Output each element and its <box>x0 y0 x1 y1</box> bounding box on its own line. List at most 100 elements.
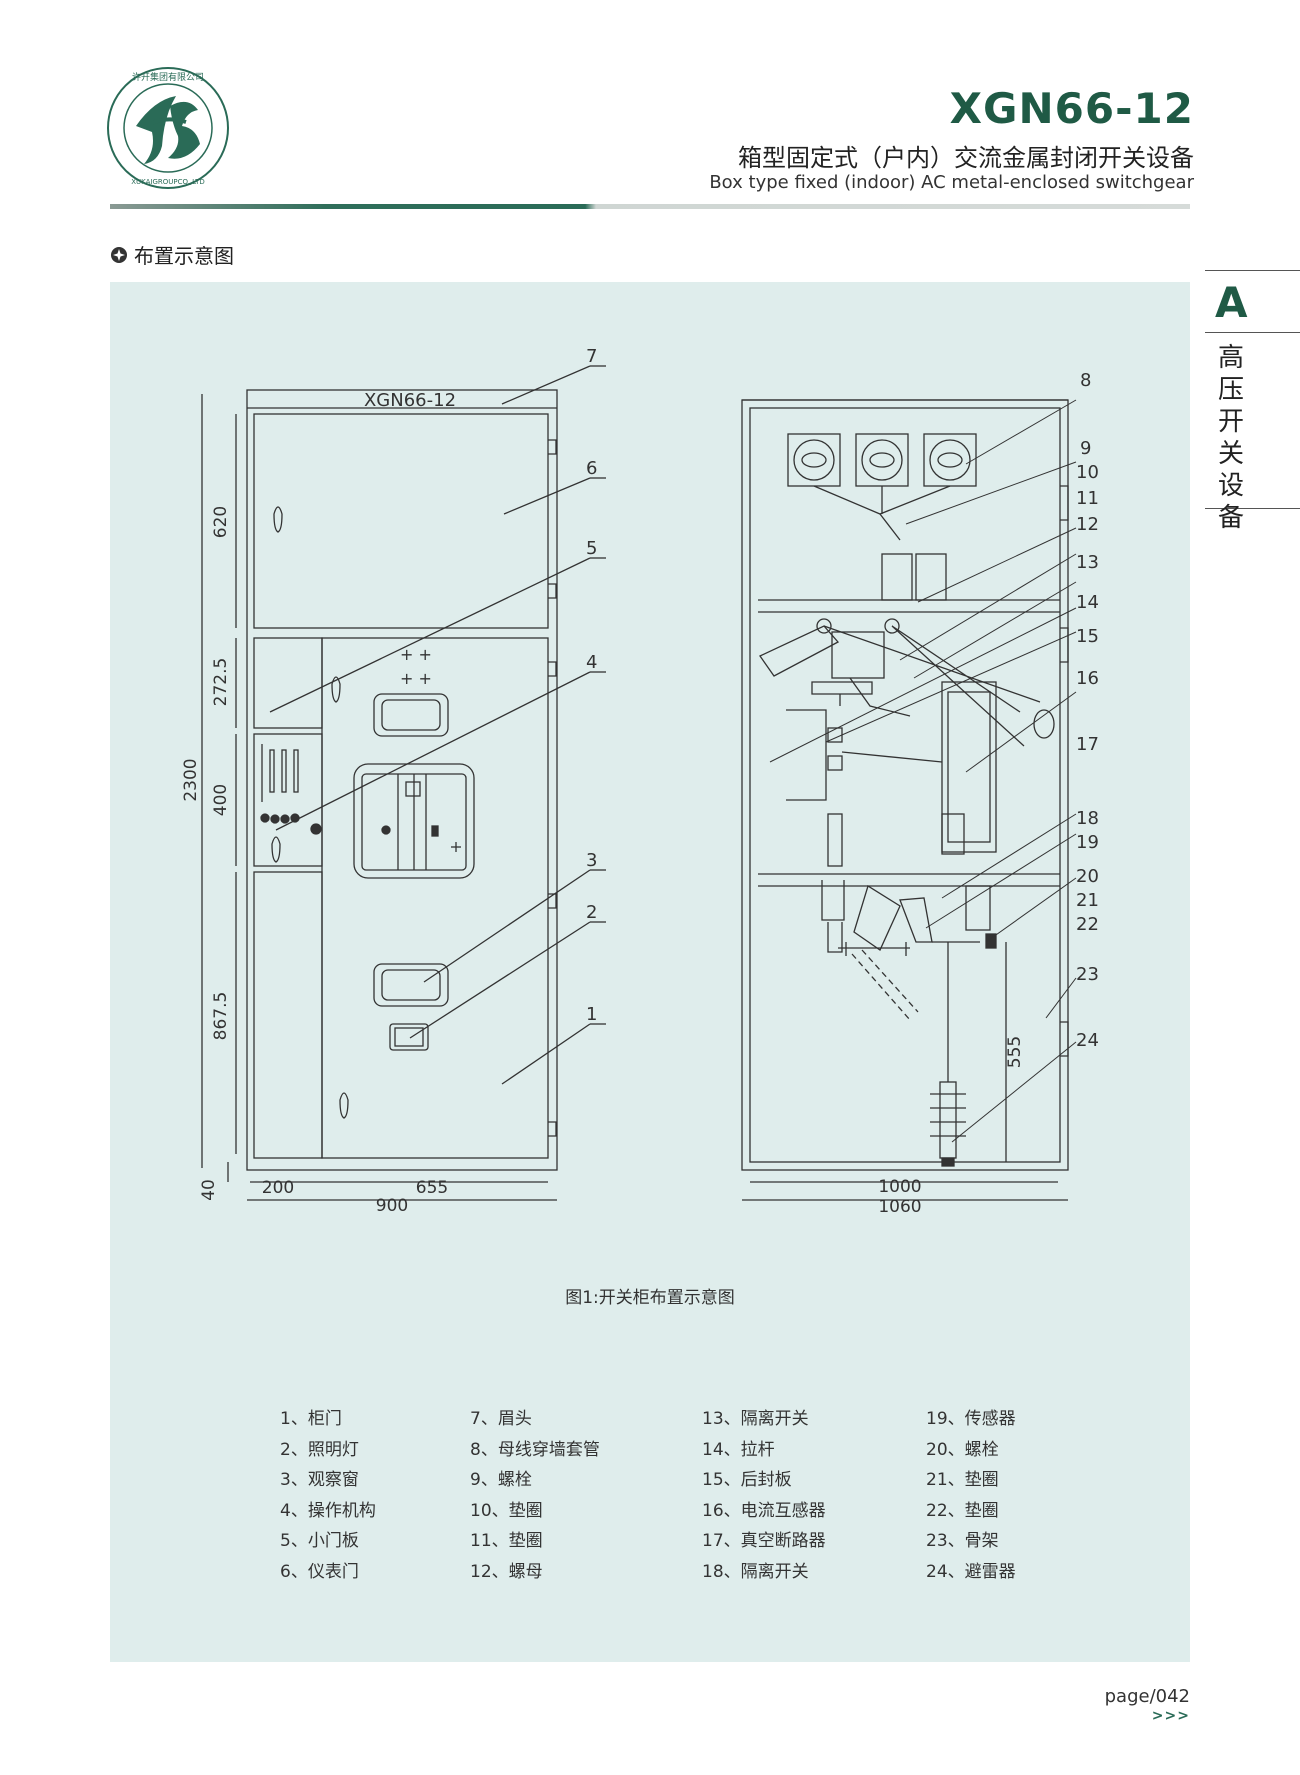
legend-item: 15、后封板 <box>702 1470 792 1490</box>
side-tab-letter: A <box>1215 278 1248 327</box>
legend-item: 16、电流互感器 <box>702 1500 826 1521</box>
dim-655: 655 <box>416 1178 448 1198</box>
legend-column: 13、隔离开关 14、拉杆 15、后封板 16、电流互感器 17、真空断路器 1… <box>702 1404 826 1587</box>
legend-item: 23、骨架 <box>926 1531 999 1551</box>
legend-item: 18、隔离开关 <box>702 1561 809 1582</box>
callout-20: 20 <box>1076 866 1099 887</box>
figure-panel <box>110 282 1190 1662</box>
legend-item: 5、小门板 <box>280 1531 359 1551</box>
callout-10: 10 <box>1076 462 1099 483</box>
callout-18: 18 <box>1076 808 1099 829</box>
parts-legend: 1、柜门 2、照明灯 3、观察窗 4、操作机构 5、小门板 6、仪表门 7、眉头… <box>280 1404 1080 1584</box>
legend-column: 19、传感器 20、螺栓 21、垫圈 22、垫圈 23、骨架 24、避雷器 <box>926 1404 1016 1587</box>
callout-1: 1 <box>586 1004 597 1025</box>
operating-mechanism <box>353 763 475 879</box>
dim-867-5: 867.5 <box>211 992 231 1041</box>
svg-text:+ +: + + <box>400 645 432 664</box>
legend-item: 10、垫圈 <box>470 1500 543 1521</box>
logo-ring-text-en: XUKAIGROUPCO.,LTD <box>131 178 205 186</box>
callout-12: 12 <box>1076 514 1099 535</box>
front-label-plate: XGN66-12 <box>364 390 456 411</box>
callout-7: 7 <box>586 346 597 367</box>
legend-item: 2、照明灯 <box>280 1439 359 1460</box>
callout-21: 21 <box>1076 890 1099 911</box>
callout-8: 8 <box>1080 370 1091 391</box>
callout-15: 15 <box>1076 626 1099 647</box>
next-page-arrows[interactable]: >>> <box>1151 1708 1190 1724</box>
legend-item: 17、真空断路器 <box>702 1531 826 1551</box>
legend-item: 14、拉杆 <box>702 1439 775 1460</box>
callout-24: 24 <box>1076 1030 1099 1051</box>
callout-3: 3 <box>586 850 597 871</box>
legend-item: 13、隔离开关 <box>702 1409 809 1429</box>
dim-900: 900 <box>376 1196 408 1216</box>
legend-item: 8、母线穿墙套管 <box>470 1439 600 1460</box>
legend-item: 1、柜门 <box>280 1409 342 1429</box>
logo-ring-text: 许开集团有限公司 <box>132 71 204 83</box>
callout-4: 4 <box>586 652 597 673</box>
callout-23: 23 <box>1076 964 1099 985</box>
side-view: 555 1000 1060 8 9 10 11 12 13 14 15 16 1… <box>741 370 1099 1217</box>
front-cabinet-outline <box>246 389 558 1171</box>
callout-14: 14 <box>1076 592 1099 613</box>
callout-17: 17 <box>1076 734 1099 755</box>
callout-6: 6 <box>586 458 597 479</box>
section-heading: 布置示意图 <box>110 240 234 269</box>
company-logo: 许开集团有限公司 XUKAIGROUPCO.,LTD <box>107 67 229 189</box>
observation-window-top <box>373 693 449 737</box>
figure-caption: 图1:开关柜布置示意图 <box>565 1288 735 1308</box>
page-number: page/042 <box>1104 1686 1190 1707</box>
legend-item: 9、螺栓 <box>470 1470 532 1490</box>
callout-5: 5 <box>586 538 597 559</box>
small-door-panel <box>253 637 323 729</box>
callout-13: 13 <box>1076 552 1099 573</box>
legend-item: 11、垫圈 <box>470 1531 543 1551</box>
subtitle-chinese: 箱型固定式（户内）交流金属封闭开关设备 <box>738 144 1194 172</box>
callout-2: 2 <box>586 902 597 923</box>
side-tab-rule <box>1205 332 1300 333</box>
callout-16: 16 <box>1076 668 1099 689</box>
dim-620: 620 <box>211 506 231 538</box>
bushing-group <box>787 433 977 487</box>
dim-400: 400 <box>211 784 231 816</box>
legend-item: 20、螺栓 <box>926 1439 999 1460</box>
meter-door <box>253 413 549 629</box>
legend-item: 21、垫圈 <box>926 1470 999 1490</box>
dim-555: 555 <box>1005 1036 1025 1068</box>
insulator <box>827 813 843 867</box>
legend-item: 24、避雷器 <box>926 1561 1016 1582</box>
legend-column: 1、柜门 2、照明灯 3、观察窗 4、操作机构 5、小门板 6、仪表门 <box>280 1404 376 1587</box>
subtitle-english: Box type fixed (indoor) AC metal-enclose… <box>709 172 1194 193</box>
model-title: XGN66-12 <box>949 84 1194 133</box>
dim-200: 200 <box>262 1178 294 1198</box>
legend-item: 22、垫圈 <box>926 1500 999 1521</box>
legend-column: 7、眉头 8、母线穿墙套管 9、螺栓 10、垫圈 11、垫圈 12、螺母 <box>470 1404 600 1587</box>
side-tab-rule <box>1205 270 1300 271</box>
callout-11: 11 <box>1076 488 1099 509</box>
operating-panel <box>253 733 323 867</box>
cabinet-door <box>321 637 549 1159</box>
dim-1000: 1000 <box>878 1177 921 1197</box>
front-view: XGN66-12 + + + + <box>181 346 606 1216</box>
callout-19: 19 <box>1076 832 1099 853</box>
gear-bullet-icon <box>111 246 127 263</box>
legend-item: 7、眉头 <box>470 1409 532 1429</box>
header-divider <box>110 204 1190 209</box>
dim-1060: 1060 <box>878 1197 921 1217</box>
legend-item: 4、操作机构 <box>280 1500 376 1521</box>
legend-item: 12、螺母 <box>470 1561 543 1582</box>
callout-9: 9 <box>1080 438 1091 459</box>
dim-2300: 2300 <box>181 758 201 801</box>
legend-item: 3、观察窗 <box>280 1470 359 1490</box>
legend-item: 6、仪表门 <box>280 1561 359 1582</box>
section-heading-text: 布置示意图 <box>134 244 234 268</box>
svg-text:+ +: + + <box>400 669 432 688</box>
observation-window <box>373 963 449 1007</box>
side-tab-text: 高压开关设备 <box>1218 343 1245 533</box>
callout-22: 22 <box>1076 914 1099 935</box>
sensor <box>965 885 991 931</box>
side-tab-rule <box>1205 508 1300 509</box>
lighting-lamp <box>389 1023 429 1051</box>
dim-40: 40 <box>199 1179 219 1201</box>
switchgear-layout-drawing: XGN66-12 + + + + <box>181 346 1099 1217</box>
